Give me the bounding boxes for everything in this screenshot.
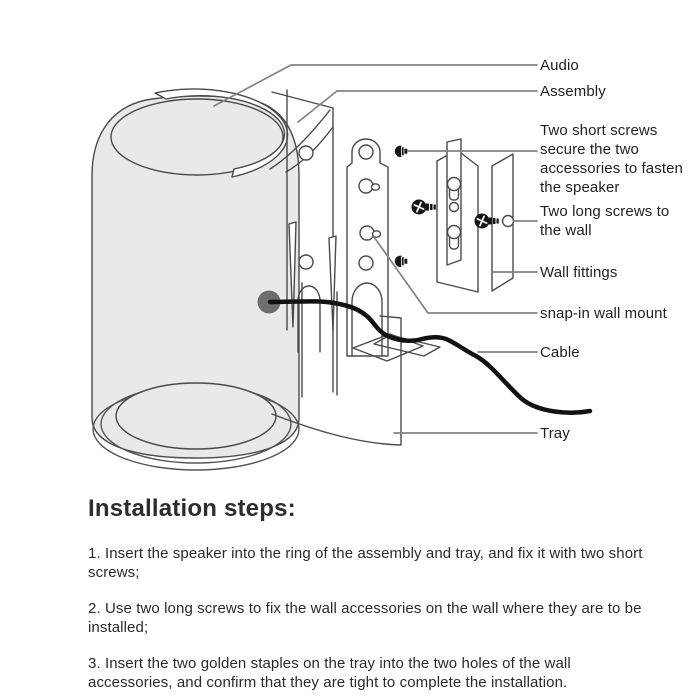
speaker-top-face (110, 98, 284, 176)
speaker-bottom-face (115, 382, 277, 450)
plate-screw-hole-bottom (298, 254, 314, 270)
leader-snap-in (373, 236, 538, 314)
installation-steps-section: Installation steps: 1. Insert the speake… (88, 495, 656, 700)
snap-in-wall-mount-bracket (346, 138, 389, 357)
installation-steps-heading: Installation steps: (88, 495, 296, 522)
installation-step-2: 2. Use two long screws to fix the wall a… (88, 600, 642, 636)
leader-lines (213, 64, 538, 434)
label-short-screws: Two short screws secure the two accessor… (540, 122, 684, 196)
strip-arch (351, 282, 383, 357)
strip-tab-hole (358, 144, 374, 160)
label-wall-fittings: Wall fittings (540, 264, 618, 281)
label-tray: Tray (540, 425, 570, 442)
installation-step-3: 3. Insert the two golden staples on the … (88, 655, 571, 691)
label-cable: Cable (540, 344, 580, 361)
cable-line (267, 299, 593, 415)
assembly-ring-band (154, 88, 289, 178)
wall-fitting-front (436, 138, 479, 293)
fitting-screw-hole (501, 214, 515, 228)
speaker-body (91, 95, 300, 459)
installation-step-1: 1. Insert the speaker into the ring of t… (88, 545, 643, 581)
long-screw-right (474, 213, 499, 229)
leader-audio (213, 64, 538, 107)
plate-screw-hole-top (298, 145, 314, 161)
golden-staple-right (328, 235, 337, 331)
leader-assembly (297, 90, 538, 123)
keyhole-top (446, 176, 462, 192)
label-snap-in-wall-mount: snap-in wall mount (540, 305, 667, 322)
label-audio: Audio (540, 57, 579, 74)
short-screw-top (394, 145, 408, 157)
label-assembly: Assembly (540, 83, 606, 100)
label-long-screws: Two long screws to the wall (540, 203, 670, 239)
tray-hook-plate (352, 333, 424, 362)
long-screw-left (411, 199, 436, 215)
short-screw-bottom (394, 255, 408, 267)
wall-fitting-back (491, 153, 515, 292)
golden-staple-left (288, 221, 297, 328)
keyhole-bottom (446, 224, 462, 240)
plate-arch (297, 285, 321, 353)
assembly-plate (269, 89, 337, 393)
speaker-illustration (91, 95, 300, 471)
